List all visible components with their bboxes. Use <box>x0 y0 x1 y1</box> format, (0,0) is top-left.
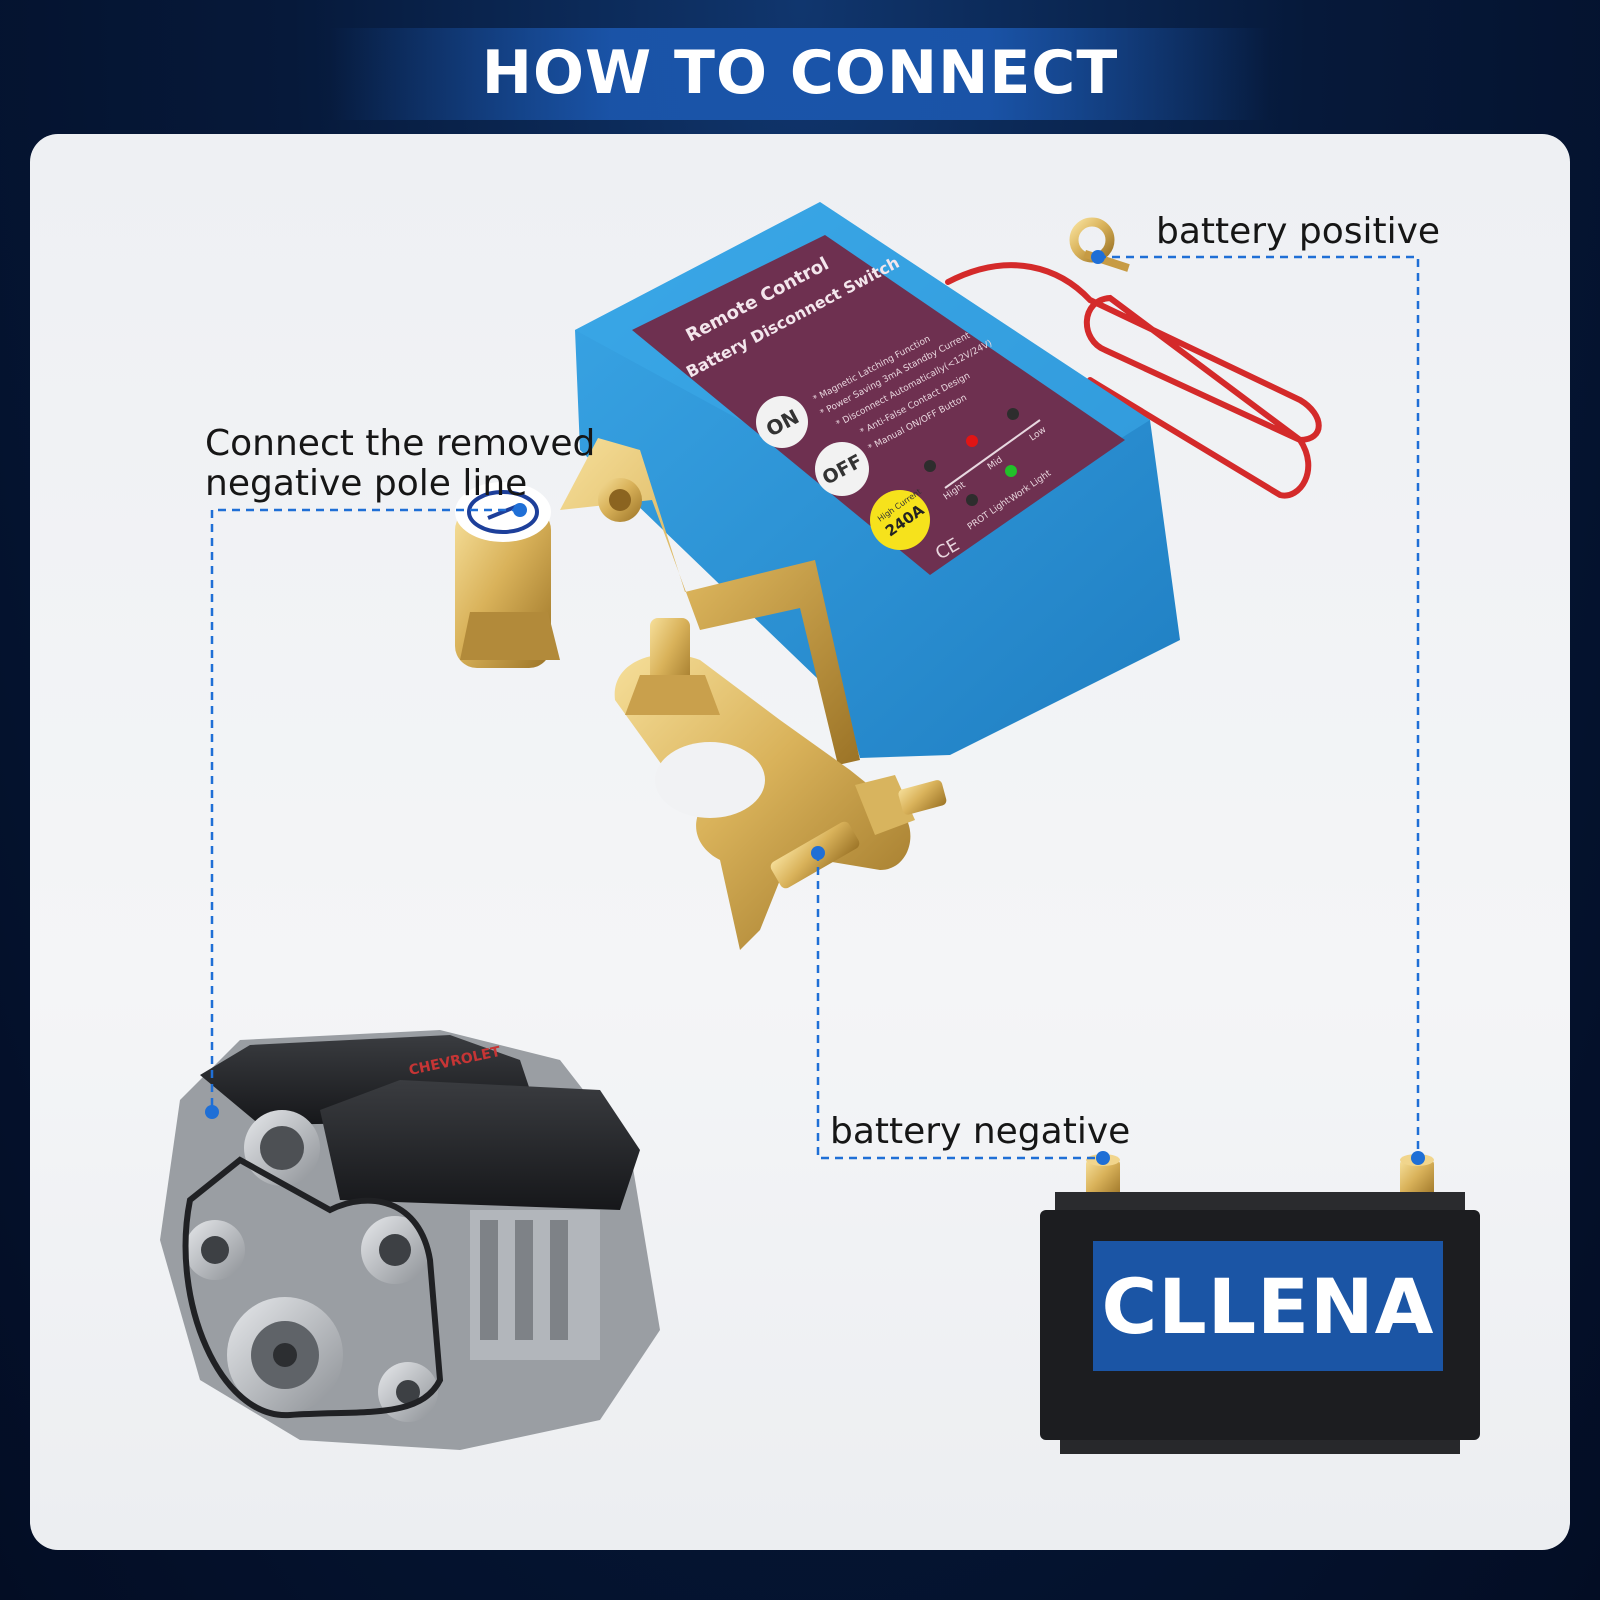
battery-positive-post <box>1400 1160 1434 1198</box>
line-clamp-to-battery-negative <box>816 853 1103 1160</box>
brass-bracket <box>560 438 860 765</box>
label-negative-pole-line-2: negative pole line <box>205 463 528 504</box>
connector-dot-negative-post <box>513 503 527 517</box>
label-battery-positive: battery positive <box>1156 211 1441 252</box>
negative-post-connector <box>455 482 560 668</box>
switch-label-plate <box>632 235 1125 575</box>
connection-lines <box>210 255 1420 1160</box>
connector-dot-ring <box>1091 250 1105 264</box>
connector-dot-battery-negative <box>1096 1151 1110 1165</box>
label-negative-pole-line: Connect the removed negative pole line <box>205 424 595 504</box>
bracket-bolt <box>598 478 642 522</box>
connector-dot-engine <box>205 1105 219 1119</box>
battery-disconnect-switch: Remote Control Battery Disconnect Switch… <box>455 202 1322 950</box>
page-title: HOW TO CONNECT <box>481 38 1119 108</box>
line-negative-pole-to-engine <box>210 508 520 1112</box>
engine-illustration: CHEVROLET <box>160 1030 660 1450</box>
led-prot <box>966 494 978 506</box>
label-negative-pole-line-1: Connect the removed <box>205 423 596 464</box>
red-wire <box>945 262 1322 499</box>
battery-clamp-terminal <box>614 618 947 950</box>
led-mid <box>966 435 978 447</box>
car-battery <box>1040 1154 1480 1454</box>
led-hight <box>924 460 936 472</box>
battery-brand: CLLENA <box>1101 1261 1435 1351</box>
off-button[interactable]: OFF <box>815 442 869 496</box>
connector-dot-clamp <box>811 846 825 860</box>
positive-ring-terminal-icon <box>1069 217 1130 272</box>
connector-dot-battery-positive <box>1411 1151 1425 1165</box>
on-button[interactable]: ON <box>756 396 808 448</box>
label-battery-negative: battery negative <box>830 1111 1131 1152</box>
led-low <box>1007 408 1019 420</box>
led-work <box>1005 465 1017 477</box>
title-band <box>330 28 1270 120</box>
line-ring-to-battery-positive <box>1098 255 1420 1158</box>
battery-negative-post <box>1086 1160 1120 1198</box>
battery-label-plate <box>1093 1241 1443 1371</box>
